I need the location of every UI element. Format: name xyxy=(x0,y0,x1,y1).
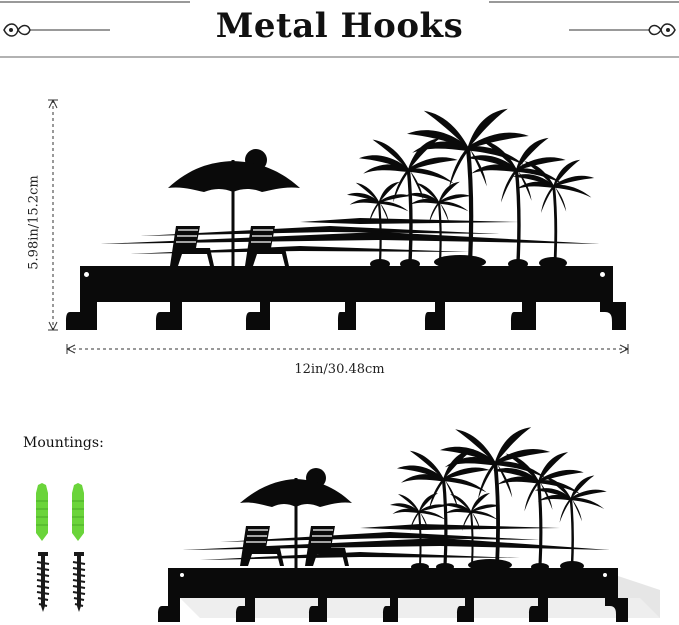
product-hook-rack-top xyxy=(66,109,626,330)
width-dimension-label: 12in/30.48cm xyxy=(294,362,385,377)
hook-rail xyxy=(80,266,613,302)
height-dimension-label: 5.98in/15.2cm xyxy=(26,175,42,270)
header-left-ornament xyxy=(0,1,190,37)
umbrella-shape xyxy=(168,160,300,266)
width-dimension-line xyxy=(66,344,629,354)
wall-anchors xyxy=(36,483,84,541)
height-dimension-line xyxy=(48,99,58,331)
product-hook-rack-bottom xyxy=(158,425,660,622)
header-right-ornament xyxy=(489,1,679,37)
screws xyxy=(36,552,86,612)
beach-chair-left xyxy=(169,225,215,267)
hooks-row xyxy=(66,302,626,330)
mountings-label: Mountings: xyxy=(23,435,104,451)
page-title: Metal Hooks xyxy=(215,6,464,46)
palm-trees xyxy=(345,109,596,269)
horizon-lines xyxy=(100,218,600,254)
